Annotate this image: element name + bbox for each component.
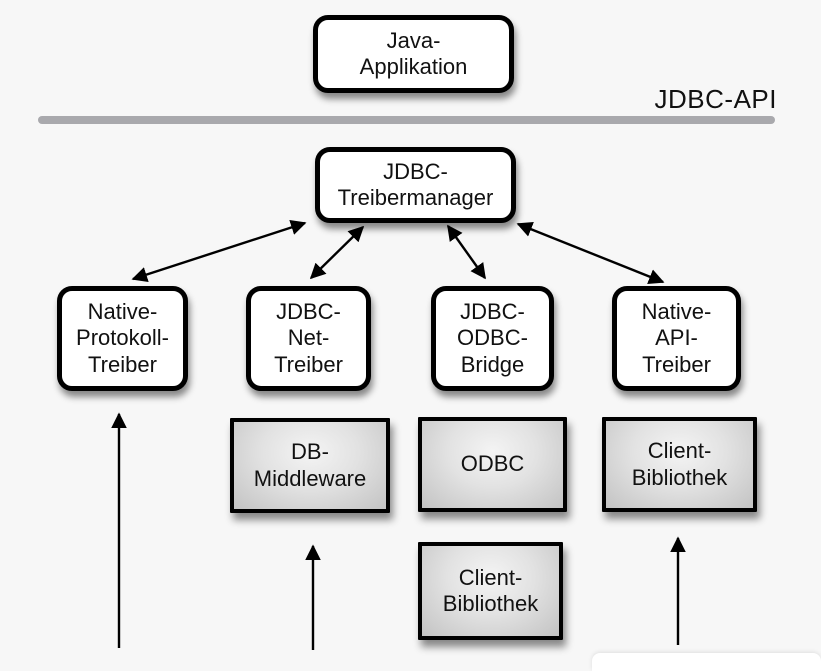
node-jdbc-odbc-bridge-label: JDBC- ODBC- Bridge bbox=[457, 298, 528, 377]
node-jdbc-odbc-bridge: JDBC- ODBC- Bridge bbox=[431, 286, 554, 391]
node-native-protokoll-treiber: Native- Protokoll- Treiber bbox=[57, 286, 188, 391]
edge-treibermanager-jdbc-odbc bbox=[447, 224, 486, 280]
node-odbc-label: ODBC bbox=[460, 451, 525, 477]
node-java-applikation-label: Java- Applikation bbox=[359, 27, 468, 79]
node-native-api-treiber-label: Native- API- Treiber bbox=[641, 298, 712, 377]
edge-treibermanager-native-protokoll bbox=[131, 219, 307, 283]
node-jdbc-treibermanager: JDBC- Treibermanager bbox=[315, 147, 516, 223]
node-jdbc-treibermanager-label: JDBC- Treibermanager bbox=[337, 158, 494, 210]
edge-treibermanager-jdbc-net bbox=[309, 225, 365, 280]
node-native-protokoll-treiber-label: Native- Protokoll- Treiber bbox=[76, 298, 169, 377]
bottom-right-white-box bbox=[592, 653, 821, 671]
node-native-api-treiber: Native- API- Treiber bbox=[612, 286, 741, 391]
node-db-middleware: DB- Middleware bbox=[230, 418, 390, 513]
node-java-applikation: Java- Applikation bbox=[313, 15, 514, 93]
edge-treibermanager-native-api bbox=[516, 221, 665, 285]
jdbc-api-label: JDBC-API bbox=[654, 84, 777, 114]
node-client-bibliothek-right: Client- Bibliothek bbox=[602, 417, 757, 512]
node-client-bibliothek-bottom-label: Client- Bibliothek bbox=[442, 564, 539, 616]
node-db-middleware-label: DB- Middleware bbox=[253, 439, 367, 491]
node-jdbc-net-treiber-label: JDBC- Net- Treiber bbox=[274, 298, 343, 377]
node-client-bibliothek-bottom: Client- Bibliothek bbox=[418, 542, 563, 640]
jdbc-api-divider bbox=[38, 116, 775, 124]
node-odbc: ODBC bbox=[418, 417, 567, 512]
node-jdbc-net-treiber: JDBC- Net- Treiber bbox=[246, 286, 371, 391]
node-client-bibliothek-right-label: Client- Bibliothek bbox=[631, 438, 728, 490]
